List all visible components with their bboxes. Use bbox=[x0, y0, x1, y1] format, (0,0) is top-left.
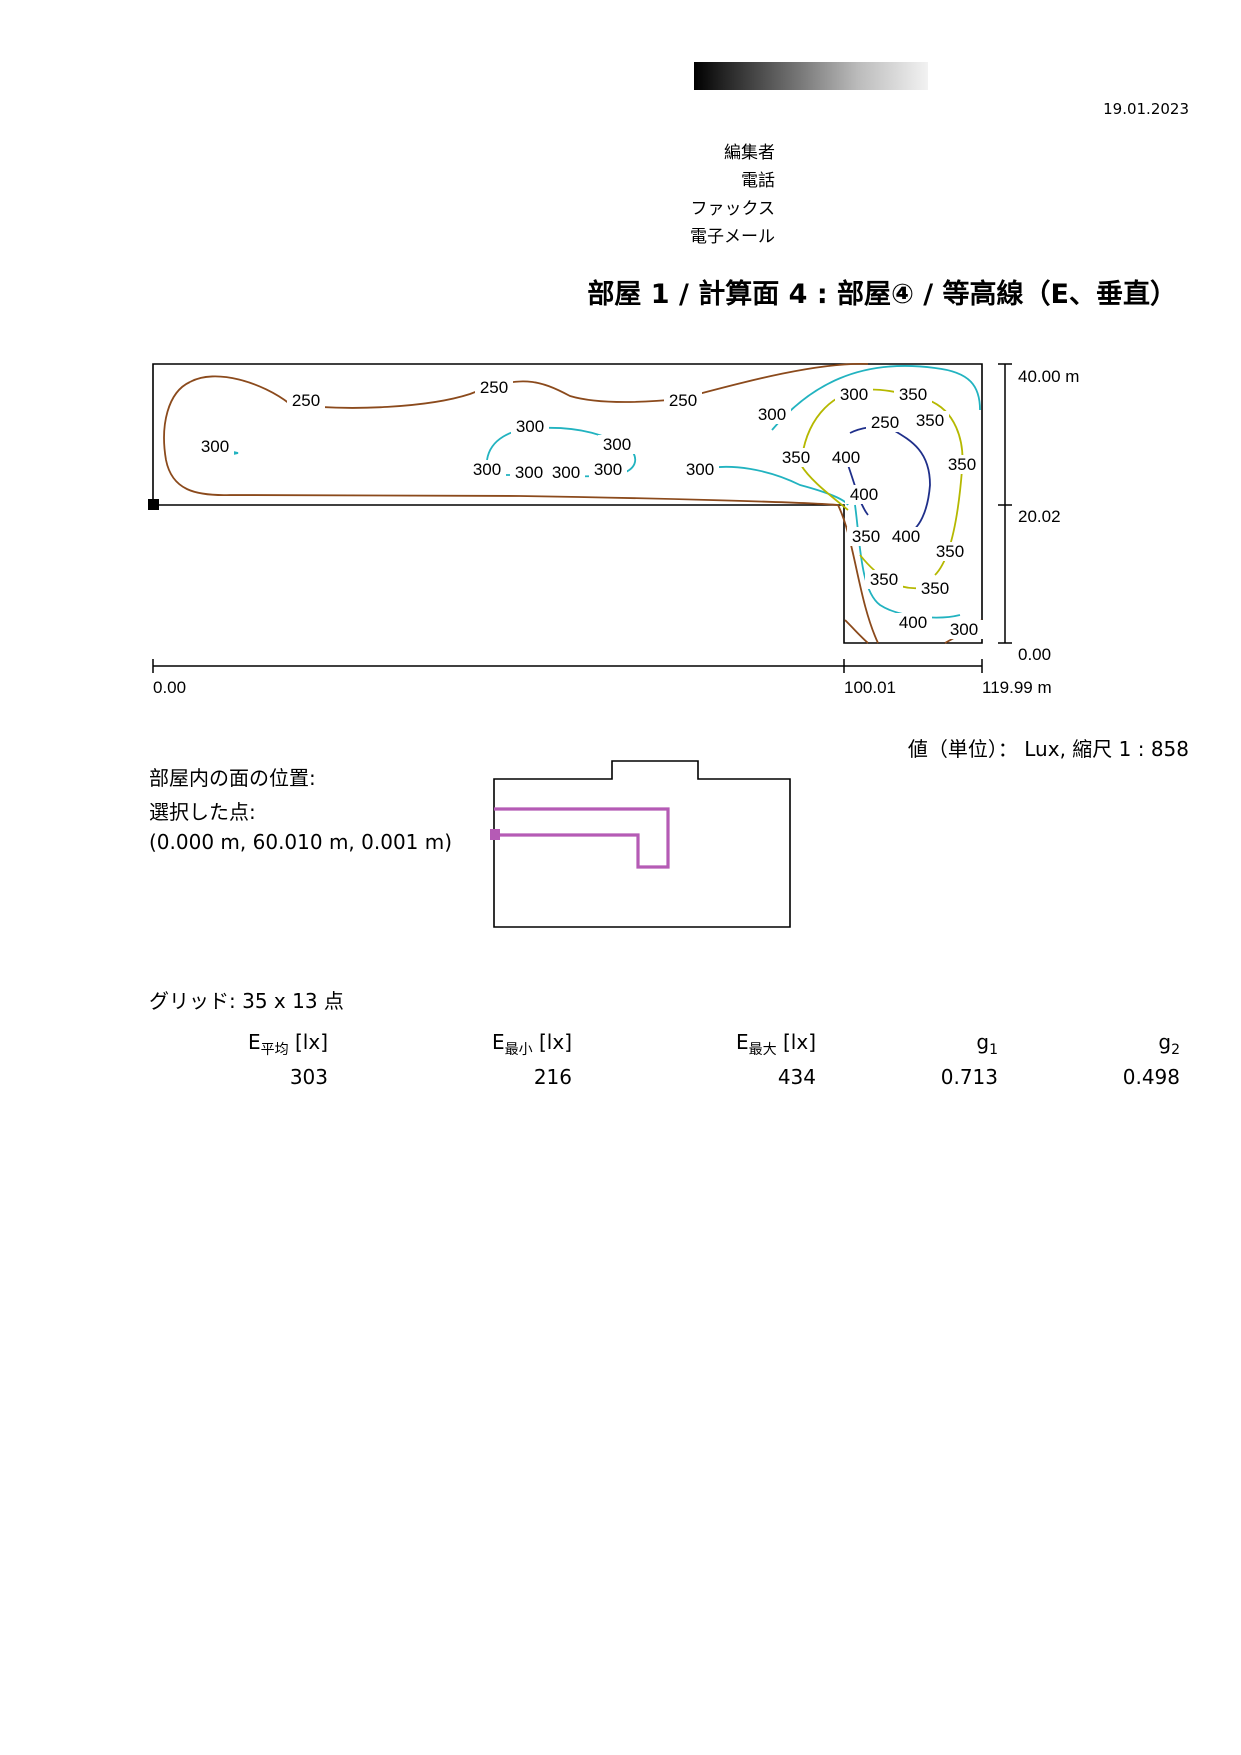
room-location-map bbox=[490, 760, 791, 928]
contour-label: 300 bbox=[201, 437, 229, 456]
contour-label: 350 bbox=[921, 579, 949, 598]
stat-value-e-avg: 303 bbox=[289, 1065, 328, 1089]
selected-point-label: 選択した点: bbox=[149, 800, 256, 824]
contour-label: 300 bbox=[603, 435, 631, 454]
stat-value-e-min: 216 bbox=[533, 1065, 572, 1089]
phone-label: 電話 bbox=[741, 171, 775, 191]
contour-label: 300 bbox=[758, 405, 786, 424]
selected-point-coords: (0.000 m, 60.010 m, 0.001 m) bbox=[149, 830, 453, 854]
fax-label: ファックス bbox=[690, 199, 776, 219]
stat-value-e-max: 434 bbox=[777, 1065, 816, 1089]
contour-label: 350 bbox=[782, 448, 810, 467]
date: 19.01.2023 bbox=[1103, 100, 1189, 118]
selected-point-marker bbox=[490, 829, 500, 840]
contour-label: 350 bbox=[899, 385, 927, 404]
contour-label: 400 bbox=[850, 485, 878, 504]
contour-label: 300 bbox=[840, 385, 868, 404]
logo-gradient-bar bbox=[694, 62, 928, 90]
contour-label: 250 bbox=[292, 391, 320, 410]
contour-label: 300 bbox=[594, 460, 622, 479]
y-axis-label-bottom: 0.00 bbox=[1018, 645, 1051, 664]
contour-label: 300 bbox=[473, 460, 501, 479]
stat-value-g1: 0.713 bbox=[940, 1065, 998, 1089]
stat-value-g2: 0.498 bbox=[1122, 1065, 1180, 1089]
contour-label: 300 bbox=[950, 620, 978, 639]
contour-label: 300 bbox=[686, 460, 714, 479]
contour-label: 350 bbox=[916, 411, 944, 430]
stat-header-e-avg: E平均 [lx] bbox=[248, 1030, 328, 1058]
contour-label: 300 bbox=[516, 417, 544, 436]
contour-label: 250 bbox=[871, 413, 899, 432]
editor-label: 編集者 bbox=[724, 143, 775, 163]
x-axis-label-end: 119.99 m bbox=[982, 678, 1052, 697]
contour-label: 350 bbox=[870, 570, 898, 589]
contour-label: 300 bbox=[552, 463, 580, 482]
stat-header-e-max: E最大 [lx] bbox=[736, 1030, 816, 1058]
page-title: 部屋 1 / 計算面 4 : 部屋④ / 等高線（E、垂直） bbox=[587, 279, 1177, 310]
contour-label: 350 bbox=[948, 455, 976, 474]
stat-header-g1: g1 bbox=[976, 1030, 998, 1058]
units-scale: 値（単位）： Lux, 縮尺 1 : 858 bbox=[907, 737, 1189, 761]
contour-label: 250 bbox=[669, 391, 697, 410]
origin-marker bbox=[148, 499, 159, 510]
x-axis-label-mid: 100.01 bbox=[844, 678, 896, 697]
x-axis-label-start: 0.00 bbox=[153, 678, 186, 697]
y-axis-label-mid: 20.02 bbox=[1018, 507, 1061, 526]
y-axis-label-top: 40.00 m bbox=[1018, 367, 1079, 386]
grid-info: グリッド: 35 x 13 点 bbox=[149, 989, 344, 1013]
stat-header-e-min: E最小 [lx] bbox=[492, 1030, 572, 1058]
stat-header-g2: g2 bbox=[1158, 1030, 1180, 1058]
contour-label: 400 bbox=[832, 448, 860, 467]
contour-label: 400 bbox=[899, 613, 927, 632]
position-heading: 部屋内の面の位置: bbox=[149, 766, 316, 790]
contour-label: 350 bbox=[852, 527, 880, 546]
contour-label: 300 bbox=[515, 463, 543, 482]
contour-label: 250 bbox=[480, 378, 508, 397]
email-label: 電子メール bbox=[690, 227, 775, 247]
contour-label: 350 bbox=[936, 542, 964, 561]
contour-label: 400 bbox=[892, 527, 920, 546]
